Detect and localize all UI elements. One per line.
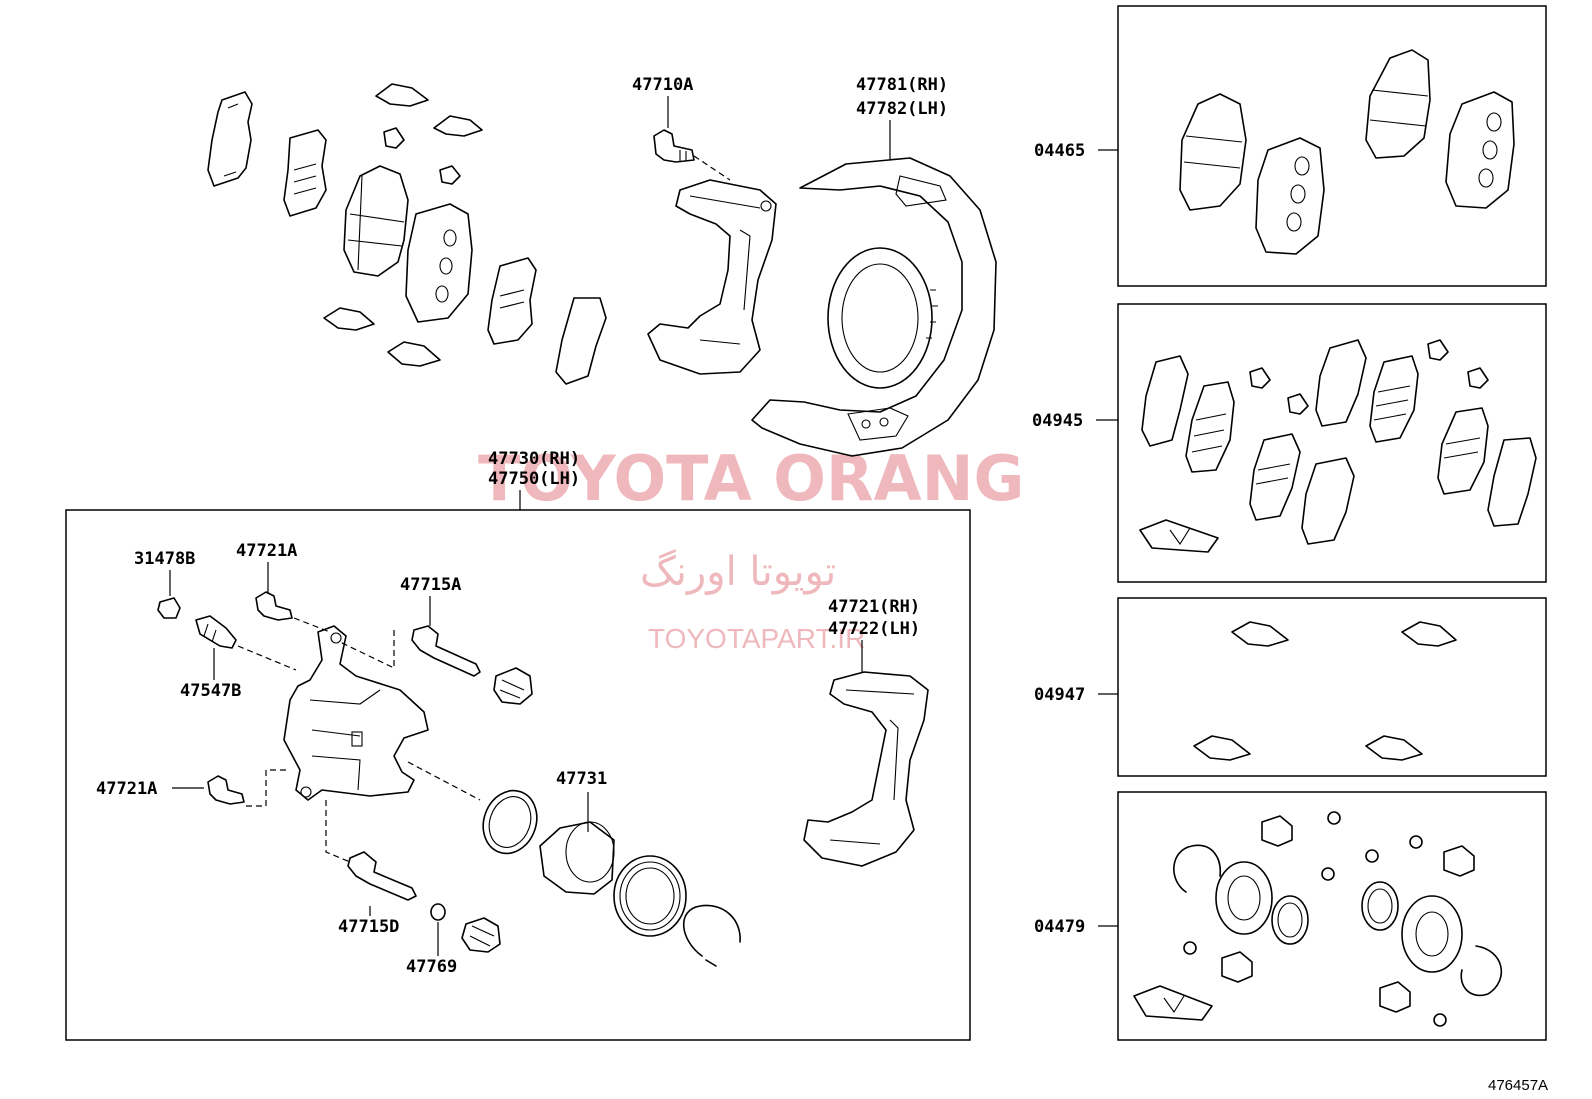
label-47730: 47730(RH) [488,449,580,469]
label-47715A: 47715A [400,575,461,595]
watermark-persian: تویوتا اورنگ [640,549,836,595]
label-04945: 04945 [1032,411,1083,431]
label-04947: 04947 [1034,685,1085,705]
watermark-site: TOYOTAPART.IR [648,623,865,654]
piston-seal-drawing [482,789,741,967]
label-47721A-top: 47721A [236,541,297,561]
caliper-body-drawing [283,625,481,801]
bleeder-cap-drawing [157,597,181,619]
watermark-title: TOYOTA ORANG [478,442,1024,515]
label-47722: 47722(LH) [828,619,920,639]
kit-04947-clips-drawing [1193,621,1457,761]
label-47547B: 47547B [180,681,241,701]
kit-04947-box [1117,597,1547,777]
watermark: TOYOTA ORANG تویوتا اورنگ TOYOTAPART.IR [478,442,1024,654]
bolt-47710A-drawing [653,129,731,181]
diagram-id: 476457A [1488,1077,1548,1094]
guide-pin-47715A-drawing [339,625,533,705]
label-47721A-bottom: 47721A [96,779,157,799]
label-47715D: 47715D [338,917,399,937]
label-04479: 04479 [1034,917,1085,937]
label-04465: 04465 [1034,141,1085,161]
label-47731: 47731 [556,769,607,789]
kit-04945-shims-drawing [1139,339,1537,553]
caliper-assembly-box [65,509,971,1041]
bolt-47721A-top-drawing [255,591,331,633]
label-47750: 47750(LH) [488,469,580,489]
kit-04945-box [1117,303,1547,583]
caliper-mount-top-drawing [647,179,777,375]
label-47721: 47721(RH) [828,597,920,617]
label-47782: 47782(LH) [856,99,948,119]
kit-04465-pads-drawing [1179,49,1515,255]
caliper-mount-box-drawing [803,671,929,867]
kit-04479-box [1117,791,1547,1041]
dust-shield-drawing [751,157,997,457]
label-47710A: 47710A [632,75,693,95]
kit-04465-box [1117,5,1547,287]
kit-04479-seals-drawing [1133,811,1503,1027]
bleeder-plug-47547B-drawing [195,615,237,649]
label-31478B: 31478B [134,549,195,569]
cap-47769-drawing [430,903,501,953]
bolt-47721A-bottom-drawing [207,769,290,807]
guide-pin-47715D-drawing [325,800,417,901]
top-pad-kit-drawing [207,83,607,385]
label-47781: 47781(RH) [856,75,948,95]
label-47769: 47769 [406,957,457,977]
